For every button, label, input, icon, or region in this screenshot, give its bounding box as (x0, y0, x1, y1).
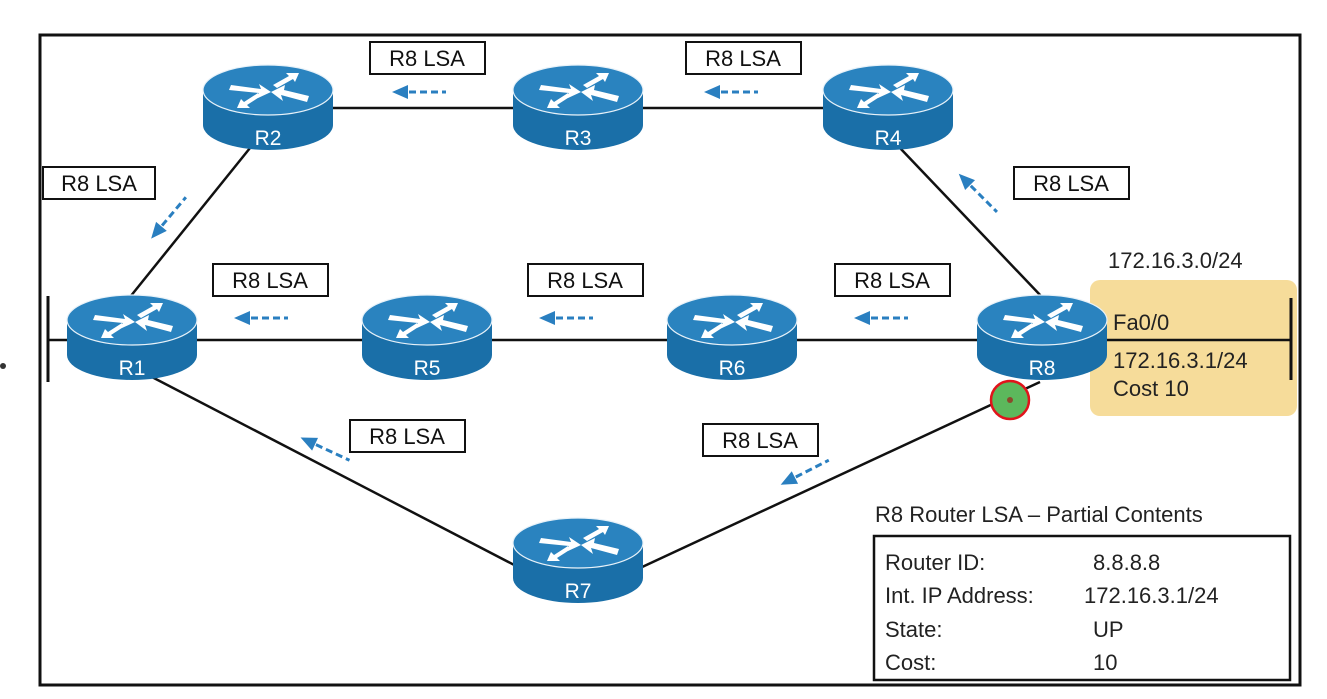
router-r2: R2 (202, 64, 334, 151)
row-key: State: (885, 617, 942, 642)
r8-interface-name: Fa0/0 (1113, 310, 1169, 335)
flood-arrow-icon (775, 452, 834, 493)
flood-arrow-icon (390, 83, 448, 101)
lsa-label-r8-r7: R8 LSA (702, 423, 819, 457)
row-value: 172.16.3.1/24 (1084, 583, 1219, 608)
router-label: R3 (565, 127, 592, 150)
svg-text:R8 LSA: R8 LSA (232, 268, 308, 293)
r8-subnet: 172.16.3.0/24 (1108, 248, 1243, 273)
diagram-frame (38, 33, 1302, 687)
router-label: R7 (565, 580, 592, 603)
row-value: UP (1093, 617, 1124, 642)
flood-arrow-icon (296, 429, 354, 469)
cursor-marker-icon (989, 379, 1031, 421)
svg-text:R8 LSA: R8 LSA (705, 46, 781, 71)
router-r4: R4 (822, 64, 954, 151)
router-r1: R1 (66, 294, 198, 381)
svg-text:R8 LSA: R8 LSA (547, 268, 623, 293)
flood-arrow-icon (952, 167, 1004, 219)
link-r4-r8 (899, 147, 1043, 298)
svg-text:R8 LSA: R8 LSA (389, 46, 465, 71)
r8-interface-ip: 172.16.3.1/24 (1113, 348, 1248, 373)
lsa-contents-rows: Router ID: 8.8.8.8 Int. IP Address: 172.… (885, 550, 1219, 675)
router-label: R4 (875, 127, 902, 150)
flood-arrow-icon (537, 309, 595, 327)
lsa-contents-title: R8 Router LSA – Partial Contents (875, 502, 1203, 527)
svg-text:R8 LSA: R8 LSA (1033, 171, 1109, 196)
lsa-label-r8-r6: R8 LSA (834, 263, 951, 297)
svg-text:R8 LSA: R8 LSA (369, 424, 445, 449)
lsa-label-r5-r1: R8 LSA (212, 263, 329, 297)
lsa-label-r6-r5: R8 LSA (527, 263, 644, 297)
lsa-contents-box (872, 534, 1292, 682)
router-label: R1 (119, 357, 146, 380)
links (46, 106, 1043, 570)
flood-arrow-icon (144, 191, 193, 245)
lsa-label-r8-r4: R8 LSA (1013, 166, 1130, 200)
flood-arrow-icon (232, 309, 290, 327)
row-key: Int. IP Address: (885, 583, 1034, 608)
router-label: R5 (414, 357, 441, 380)
r8-interface-highlight (1090, 280, 1297, 416)
lsa-labels: R8 LSA R8 LSA R8 LSA R8 LSA R8 LSA R8 LS… (42, 41, 1130, 457)
svg-text:R8 LSA: R8 LSA (854, 268, 930, 293)
router-r7: R7 (512, 517, 644, 604)
router-r3: R3 (512, 64, 644, 151)
edge-dot (0, 363, 6, 369)
lsa-label-r7-r1: R8 LSA (349, 419, 466, 453)
lsa-label-r4-r3: R8 LSA (685, 41, 802, 75)
router-r8: R8 (976, 294, 1108, 381)
flood-arrow-icon (702, 83, 760, 101)
router-r5: R5 (361, 294, 493, 381)
link-r2-r1 (129, 147, 251, 298)
row-value: 10 (1093, 650, 1117, 675)
router-label: R2 (255, 127, 282, 150)
router-label: R6 (719, 357, 746, 380)
r8-interface-cost: Cost 10 (1113, 376, 1189, 401)
svg-text:R8 LSA: R8 LSA (722, 428, 798, 453)
row-key: Cost: (885, 650, 936, 675)
lsa-label-r3-r2: R8 LSA (369, 41, 486, 75)
flood-arrow-icon (852, 309, 910, 327)
lsa-label-r2-r1: R8 LSA (42, 166, 156, 200)
row-value: 8.8.8.8 (1093, 550, 1160, 575)
svg-text:R8 LSA: R8 LSA (61, 171, 137, 196)
link-r8-r7 (639, 380, 1041, 570)
row-key: Router ID: (885, 550, 985, 575)
router-r6: R6 (666, 294, 798, 381)
router-label: R8 (1029, 357, 1056, 380)
link-r1-r7 (149, 374, 521, 570)
